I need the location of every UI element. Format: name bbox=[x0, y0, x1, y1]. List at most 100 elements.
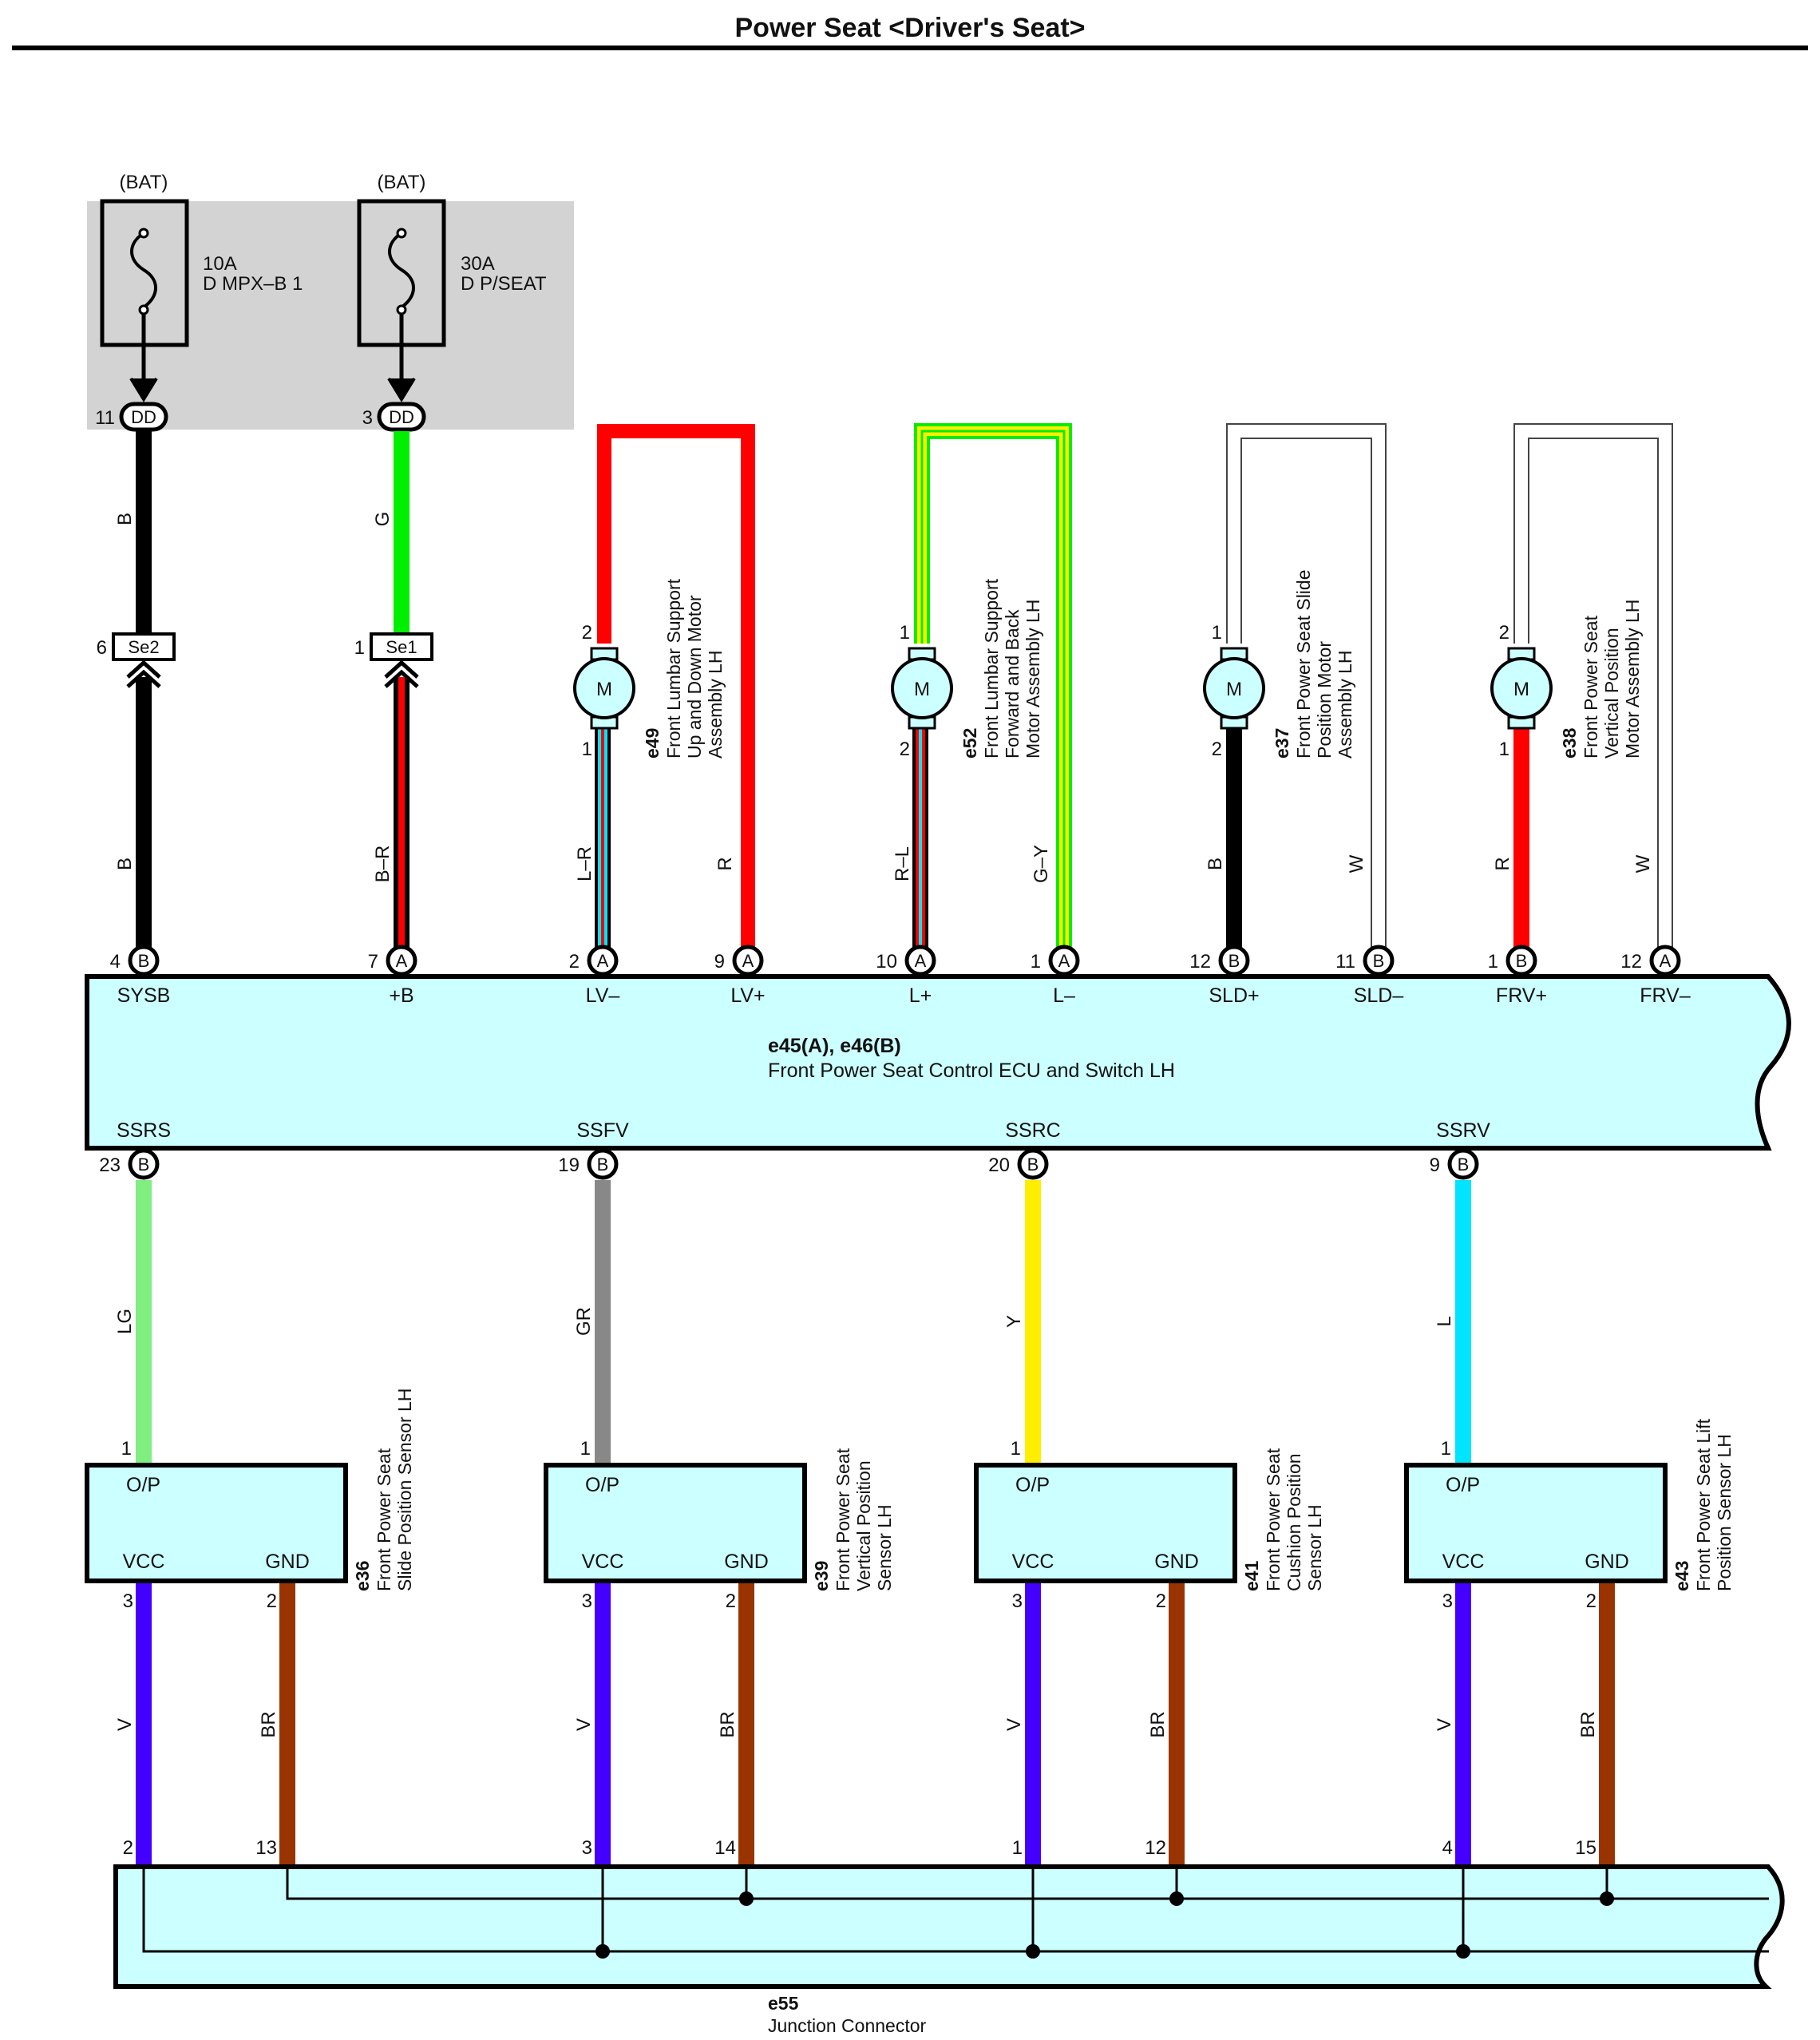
wire-l-r bbox=[595, 728, 611, 953]
ecu-terminal-conn: A bbox=[1660, 951, 1672, 971]
sensor-vcc-wire-label: V bbox=[573, 1718, 595, 1731]
ecu-terminal-name: SYSB bbox=[117, 984, 171, 1007]
ecu-terminal-pin: 4 bbox=[110, 951, 121, 972]
junction-pin: 13 bbox=[255, 1837, 277, 1859]
junction-connector-panel bbox=[113, 1864, 1785, 1989]
wire-br bbox=[1599, 1583, 1615, 1864]
fuse-2-name: D P/SEAT bbox=[461, 273, 547, 295]
wire-g-upper bbox=[394, 431, 410, 635]
sensor-e41-code: e41 bbox=[1241, 1560, 1262, 1591]
junction-pin: 1 bbox=[1012, 1837, 1023, 1859]
motor-e52: M bbox=[891, 647, 953, 730]
ecu-terminal-ssrv: B 9 bbox=[1430, 1148, 1479, 1180]
fuse-1-symbol-icon bbox=[130, 232, 157, 309]
ecu-terminal-pin: 10 bbox=[876, 951, 897, 972]
sensor-gnd-wire-label: BR bbox=[717, 1711, 738, 1737]
sensor-vcc: VCC bbox=[1442, 1551, 1485, 1573]
sensor-pin-gnd: 2 bbox=[726, 1590, 736, 1612]
motor-e37-code: e37 bbox=[1272, 728, 1292, 759]
motor-e49-pin-top: 2 bbox=[582, 622, 592, 644]
ecu-terminal-l-plus: A 10 L+ bbox=[876, 945, 936, 1007]
ecu-terminal-name: FRV– bbox=[1640, 984, 1691, 1007]
motor-e38-pin-bottom: 1 bbox=[1499, 739, 1509, 760]
connector-se2-pin: 6 bbox=[97, 637, 107, 659]
junction-pin: 4 bbox=[1442, 1837, 1453, 1859]
motor-e52-pin-bottom: 2 bbox=[900, 739, 910, 760]
ecu-terminal-conn: A bbox=[396, 951, 408, 971]
junction-pin: 12 bbox=[1145, 1837, 1166, 1859]
motor-e49-pin-bottom: 1 bbox=[582, 739, 592, 760]
ecu-top-wire-label: G–Y bbox=[1031, 845, 1052, 883]
ecu-top-wire-label: R bbox=[1492, 857, 1513, 870]
sensor-pin-op: 1 bbox=[580, 1438, 591, 1460]
ecu-terminal-ssfv: B 19 bbox=[558, 1148, 619, 1180]
motor-e37-loop bbox=[1226, 423, 1387, 953]
sensor-vcc-wire-label: V bbox=[1003, 1718, 1025, 1731]
sensor-wire-label: LG bbox=[114, 1309, 136, 1334]
ecu-terminal-conn: B bbox=[1373, 951, 1385, 971]
sensor-pin-vcc: 3 bbox=[1012, 1590, 1023, 1612]
motor-e49-label: e49 Front Lumbar SupportUp and Down Moto… bbox=[642, 578, 726, 759]
ecu-terminal-pin: 19 bbox=[558, 1155, 580, 1176]
ecu-terminal-conn: B bbox=[138, 1155, 150, 1174]
ecu-panel bbox=[85, 974, 1791, 1151]
ecu-terminal-ssfv-name: SSFV bbox=[576, 1119, 629, 1142]
wire-g-upper-label: G bbox=[372, 512, 394, 527]
motor-e38-label: e38 Front Power SeatVertical PositionMot… bbox=[1559, 600, 1643, 759]
sensor-e39-name: Front Power SeatVertical PositionSensor … bbox=[833, 1448, 895, 1591]
sensor-e43-name: Front Power Seat LiftPosition Sensor LH bbox=[1693, 1418, 1735, 1591]
fuse-2-connector-label: DD bbox=[389, 407, 414, 427]
ecu-terminal-pin: 2 bbox=[569, 951, 580, 972]
motor-e37-pin-bottom: 2 bbox=[1212, 739, 1222, 760]
ecu-terminal-conn: A bbox=[915, 951, 927, 971]
motor-e49-code: e49 bbox=[642, 728, 663, 759]
sensor-gnd: GND bbox=[1585, 1551, 1629, 1573]
sensor-e39-label: e39 Front Power SeatVertical PositionSen… bbox=[811, 1448, 895, 1591]
sensor-box bbox=[974, 1463, 1237, 1583]
ecu-terminal-pin: 9 bbox=[714, 951, 725, 972]
ecu-terminal-sld-minus: B 11 SLD– bbox=[1335, 945, 1403, 1007]
ecu-terminal-name: L+ bbox=[909, 984, 932, 1007]
fuse-1-connector bbox=[119, 402, 168, 432]
ecu-terminal-name: L– bbox=[1053, 984, 1075, 1007]
ecu-terminal-frv-plus: B 1 FRV+ bbox=[1488, 945, 1547, 1007]
ecu-top-wire-label: W bbox=[1632, 854, 1654, 873]
ecu-terminal-pin: 9 bbox=[1430, 1155, 1440, 1176]
wire-y bbox=[1025, 1180, 1041, 1465]
wire-l bbox=[1455, 1180, 1471, 1465]
motor-e49-symbol: M bbox=[596, 679, 612, 700]
fuse-1-dot-icon bbox=[138, 304, 149, 315]
fuse-2-dot-icon bbox=[396, 304, 407, 315]
ecu-terminal-name: SLD+ bbox=[1209, 984, 1259, 1007]
motor-e37-pin-top: 1 bbox=[1212, 622, 1222, 644]
motor-e37: M bbox=[1203, 647, 1265, 730]
ecu-terminal-pin: 1 bbox=[1488, 951, 1498, 972]
fuse-1-dot-icon bbox=[138, 228, 149, 239]
connector-se1-pin: 1 bbox=[354, 637, 365, 659]
wire-br bbox=[279, 1583, 295, 1864]
junction-splice-dots bbox=[595, 1891, 1614, 1959]
sensor-gnd: GND bbox=[724, 1551, 769, 1573]
wire-b-upper bbox=[136, 431, 152, 635]
wire-br bbox=[738, 1583, 754, 1864]
sensor-gnd-wire-label: BR bbox=[258, 1711, 279, 1737]
sensor-e41-label: e41 Front Power SeatCushion PositionSens… bbox=[1241, 1448, 1325, 1591]
sensor-box bbox=[544, 1463, 807, 1583]
ecu-top-wire-label: W bbox=[1346, 854, 1367, 873]
sensor-vcc-wire-label: V bbox=[114, 1718, 136, 1731]
motor-e37-label: e37 Front Power Seat SlidePosition Motor… bbox=[1272, 569, 1355, 759]
ecu-terminal-pin: 11 bbox=[1335, 951, 1355, 972]
sensor-e43-label: e43 Front Power Seat LiftPosition Sensor… bbox=[1672, 1418, 1735, 1591]
connector-se2 bbox=[112, 632, 176, 661]
ecu-terminal-name: +B bbox=[389, 984, 413, 1007]
ecu-top-wire-label: L–R bbox=[574, 846, 595, 881]
motor-e52-loop bbox=[914, 423, 1072, 953]
fuse-2-source: (BAT) bbox=[378, 172, 426, 193]
fuse-1-arrow-icon bbox=[129, 377, 158, 402]
ecu-terminal-plus-b: A 7 +B bbox=[368, 945, 417, 1007]
motor-icon bbox=[1490, 657, 1553, 719]
motor-e38-name: Front Power SeatVertical PositionMotor A… bbox=[1581, 600, 1643, 759]
motor-e37-name: Front Power Seat SlidePosition MotorAsse… bbox=[1293, 569, 1355, 759]
ecu-top-wire-label: R–L bbox=[892, 846, 913, 881]
